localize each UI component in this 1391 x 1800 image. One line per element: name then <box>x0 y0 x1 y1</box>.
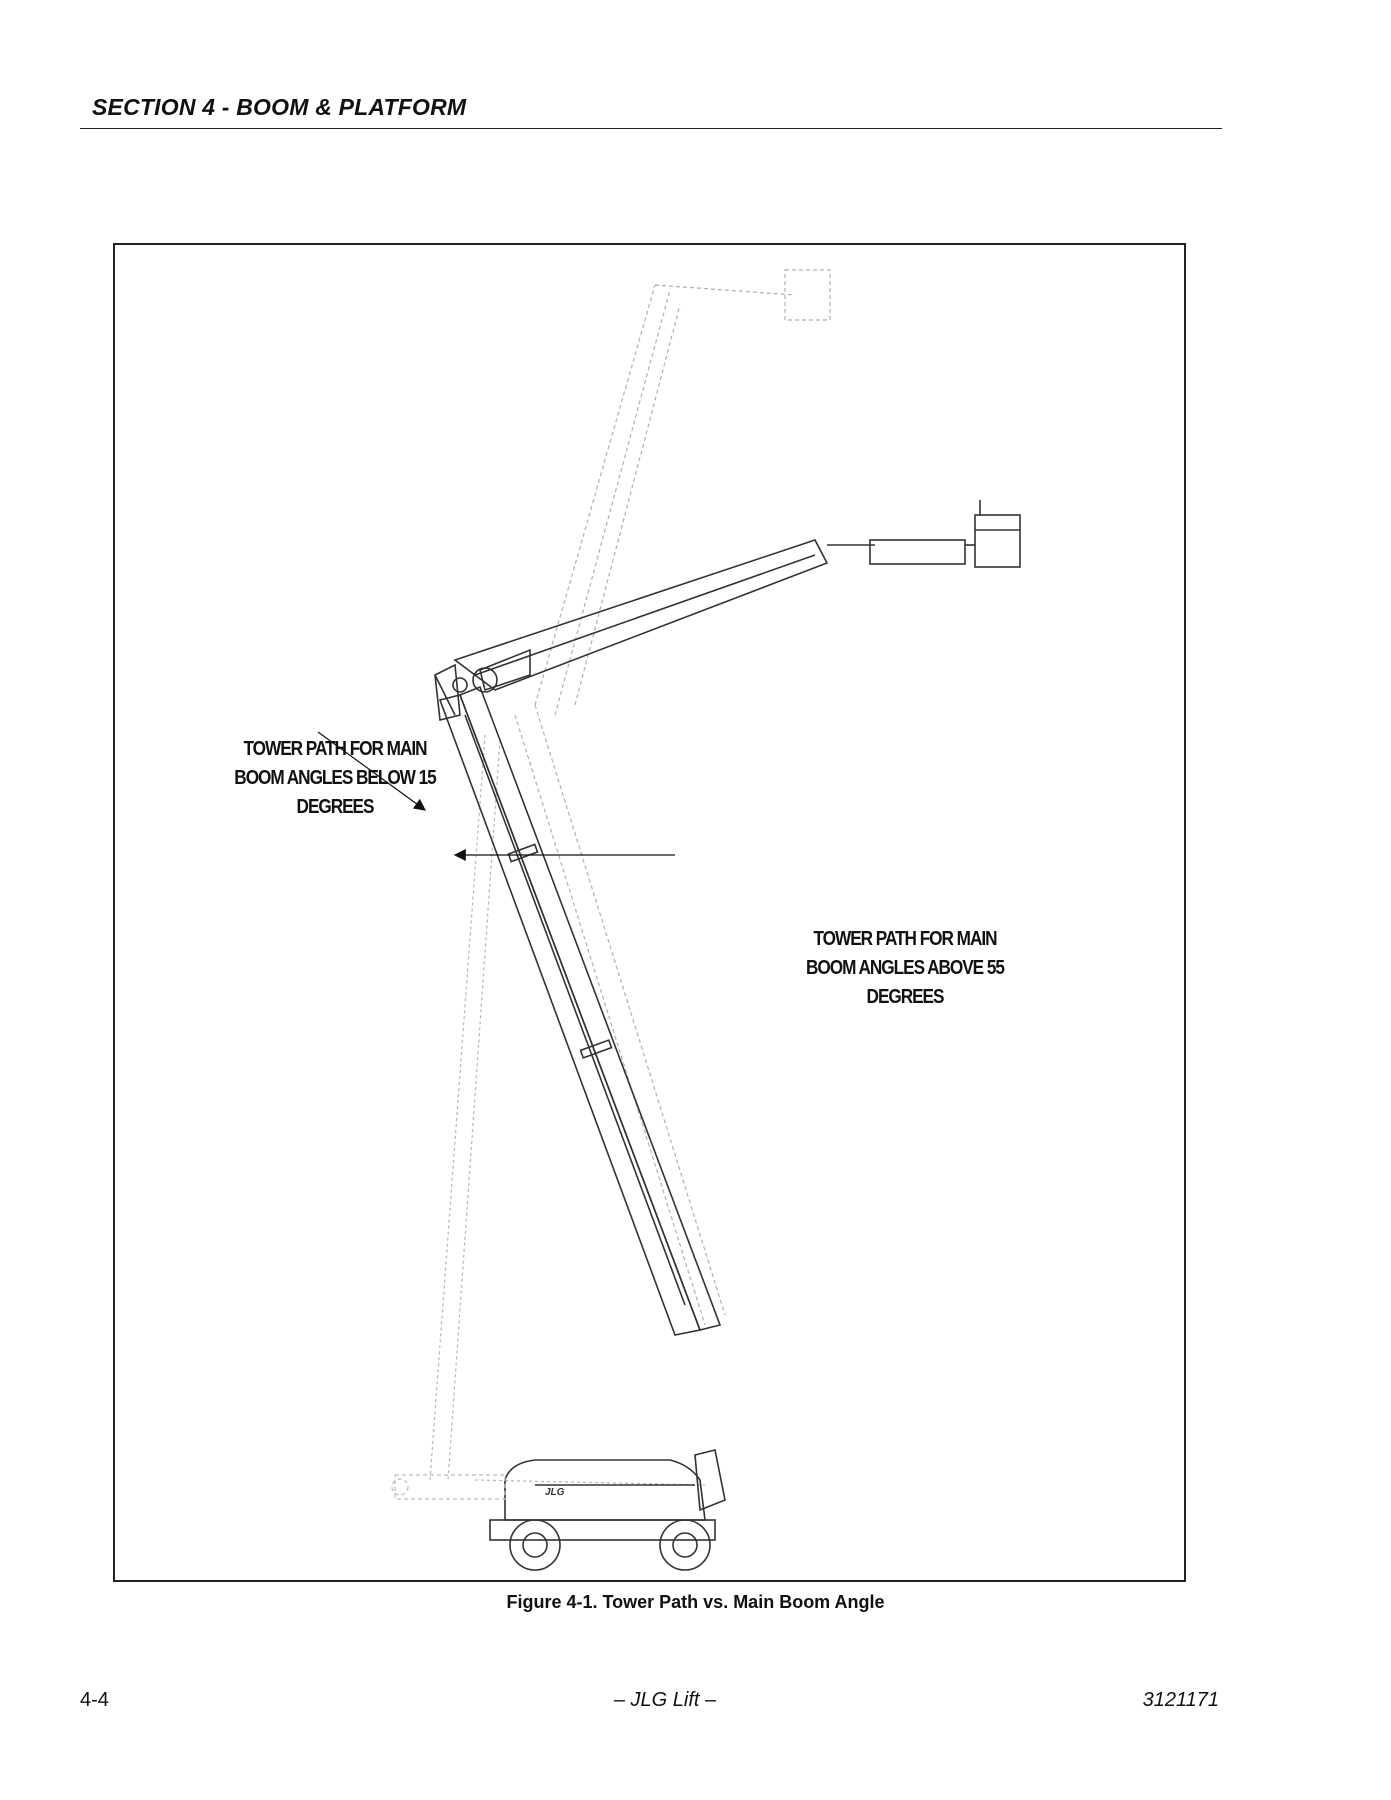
boom-illustration: JLG <box>317 269 1021 1571</box>
leader-line-below <box>317 731 426 811</box>
jlg-logo-text: JLG <box>545 1487 565 1498</box>
header-rule <box>80 128 1222 129</box>
callout-line: DEGREES <box>296 796 375 818</box>
page-number: 4-4 <box>80 1689 109 1711</box>
figure-frame: JLG TOWER PATH FOR MAIN BOOM ANGLES BELO… <box>113 243 1186 1582</box>
callout-above-55: TOWER PATH FOR MAIN BOOM ANGLES ABOVE 55… <box>802 925 1008 1012</box>
callout-line: BOOM ANGLES BELOW 15 <box>234 767 436 789</box>
publisher: – JLG Lift – <box>613 1689 717 1711</box>
callout-below-15: TOWER PATH FOR MAIN BOOM ANGLES BELOW 15… <box>232 735 438 822</box>
callout-line: DEGREES <box>866 986 945 1008</box>
figure-caption: Figure 4-1. Tower Path vs. Main Boom Ang… <box>506 1592 885 1612</box>
callout-line: TOWER PATH FOR MAIN <box>243 738 428 760</box>
tower-path-low-angle <box>429 734 706 1486</box>
chassis: JLG <box>489 1449 726 1571</box>
main-boom <box>438 685 722 1336</box>
platform <box>827 500 1021 568</box>
ghost-main-boom <box>514 704 726 1326</box>
section-title: SECTION 4 - BOOM & PLATFORM <box>92 94 467 120</box>
upper-boom <box>434 539 829 721</box>
ghost-lowered-boom <box>391 1474 506 1500</box>
callout-line: TOWER PATH FOR MAIN <box>813 928 998 950</box>
ghost-upper-boom <box>534 269 831 716</box>
callout-line: BOOM ANGLES ABOVE 55 <box>806 957 1005 979</box>
document-number: 3121171 <box>1142 1689 1219 1711</box>
